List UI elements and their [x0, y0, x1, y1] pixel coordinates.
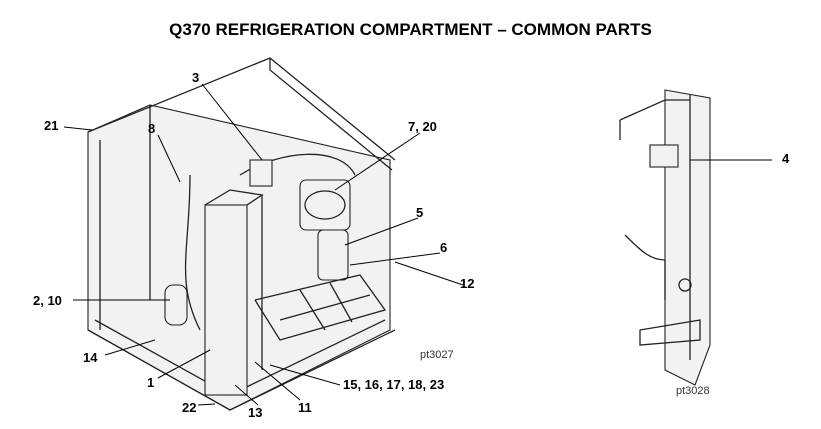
callout-6: 6: [440, 240, 447, 255]
figure-id-right: pt3028: [676, 385, 710, 397]
callout-2-10: 2, 10: [33, 293, 62, 308]
callout-1: 1: [147, 375, 154, 390]
callout-22: 22: [182, 400, 196, 415]
callout-7-20: 7, 20: [408, 119, 437, 134]
callout-3: 3: [192, 70, 199, 85]
callout-5: 5: [416, 205, 423, 220]
figure-id-left: pt3027: [420, 349, 454, 361]
callout-12: 12: [460, 276, 474, 291]
callout-13: 13: [248, 405, 262, 420]
callout-15-16-17-18-23: 15, 16, 17, 18, 23: [343, 377, 444, 392]
callout-leaders: [63, 83, 772, 406]
callout-4: 4: [782, 151, 790, 166]
callout-8: 8: [148, 121, 155, 136]
callout-14: 14: [83, 350, 98, 365]
page-title: Q370 REFRIGERATION COMPARTMENT – COMMON …: [169, 20, 652, 39]
side-panel-drawing: [619, 89, 711, 386]
callout-21: 21: [44, 118, 58, 133]
callout-11: 11: [298, 400, 312, 415]
refrigeration-compartment-drawing: [87, 57, 396, 411]
